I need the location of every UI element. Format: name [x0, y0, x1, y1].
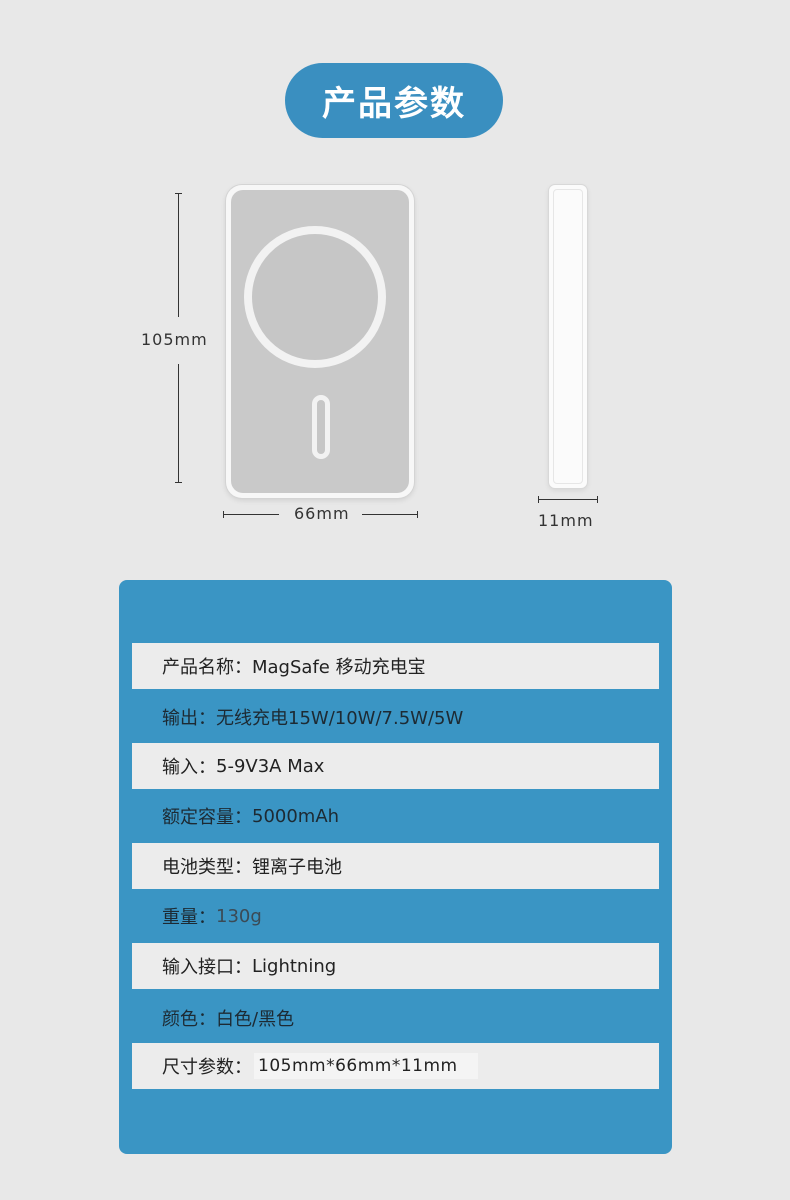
spec-label: 颜色：: [162, 1009, 216, 1030]
width-dim-line-left: [223, 514, 279, 515]
spec-label: 输入：: [162, 757, 216, 778]
spec-row-input: 输入： 5-9V3A Max: [132, 743, 659, 789]
height-dim-line-bottom: [178, 364, 179, 482]
spec-row-color: 颜色： 白色/黑色: [132, 995, 659, 1041]
width-dim-right-tick: [417, 511, 418, 518]
magnetic-ring-icon: [244, 226, 386, 368]
spec-row-battery-type: 电池类型： 锂离子电池: [132, 843, 659, 889]
spec-card: 产品名称： MagSafe 移动充电宝 输出： 无线充电15W/10W/7.5W…: [119, 580, 672, 1154]
width-dim-line-right: [362, 514, 417, 515]
height-dim-line-top: [178, 193, 179, 317]
spec-label: 输入接口：: [162, 957, 252, 978]
spec-value: MagSafe 移动充电宝: [252, 657, 426, 678]
spec-row-dimensions: 尺寸参数： 105mm*66mm*11mm: [132, 1043, 659, 1089]
spec-value: 锂离子电池: [252, 857, 342, 878]
spec-value: 5000mAh: [252, 805, 340, 827]
spec-label: 电池类型：: [162, 857, 252, 878]
thickness-dim-right-tick: [597, 496, 598, 503]
width-dim-label: 66mm: [294, 504, 350, 523]
power-bank-front-view: [226, 185, 414, 498]
spec-label: 重量：: [162, 907, 216, 928]
spec-value: Lightning: [252, 955, 337, 977]
spec-row-product-name: 产品名称： MagSafe 移动充电宝: [132, 643, 659, 689]
alignment-bar-icon: [312, 395, 330, 459]
spec-value: 5-9V3A Max: [216, 755, 325, 777]
spec-value: 白色/黑色: [216, 1009, 295, 1030]
spec-row-input-port: 输入接口： Lightning: [132, 943, 659, 989]
spec-value: 无线充电15W/10W/7.5W/5W: [216, 708, 464, 729]
power-bank-side-view: [549, 185, 587, 488]
thickness-dim-label: 11mm: [538, 511, 594, 530]
spec-label: 产品名称：: [162, 657, 252, 678]
thickness-dim-line: [538, 499, 597, 500]
spec-row-capacity: 额定容量： 5000mAh: [132, 793, 659, 839]
spec-label: 尺寸参数：: [162, 1057, 252, 1078]
spec-value: 105mm*66mm*11mm: [254, 1053, 478, 1079]
spec-value: 130g: [216, 905, 262, 927]
power-bank-face: [231, 190, 409, 493]
spec-label: 额定容量：: [162, 807, 252, 828]
spec-label: 输出：: [162, 708, 216, 729]
height-dim-label: 105mm: [141, 330, 208, 349]
page-title: 产品参数: [285, 63, 503, 138]
spec-row-output: 输出： 无线充电15W/10W/7.5W/5W: [132, 694, 659, 740]
spec-row-weight: 重量： 130g: [132, 893, 659, 939]
height-dim-bottom-tick: [175, 482, 182, 483]
side-edge: [553, 189, 583, 484]
